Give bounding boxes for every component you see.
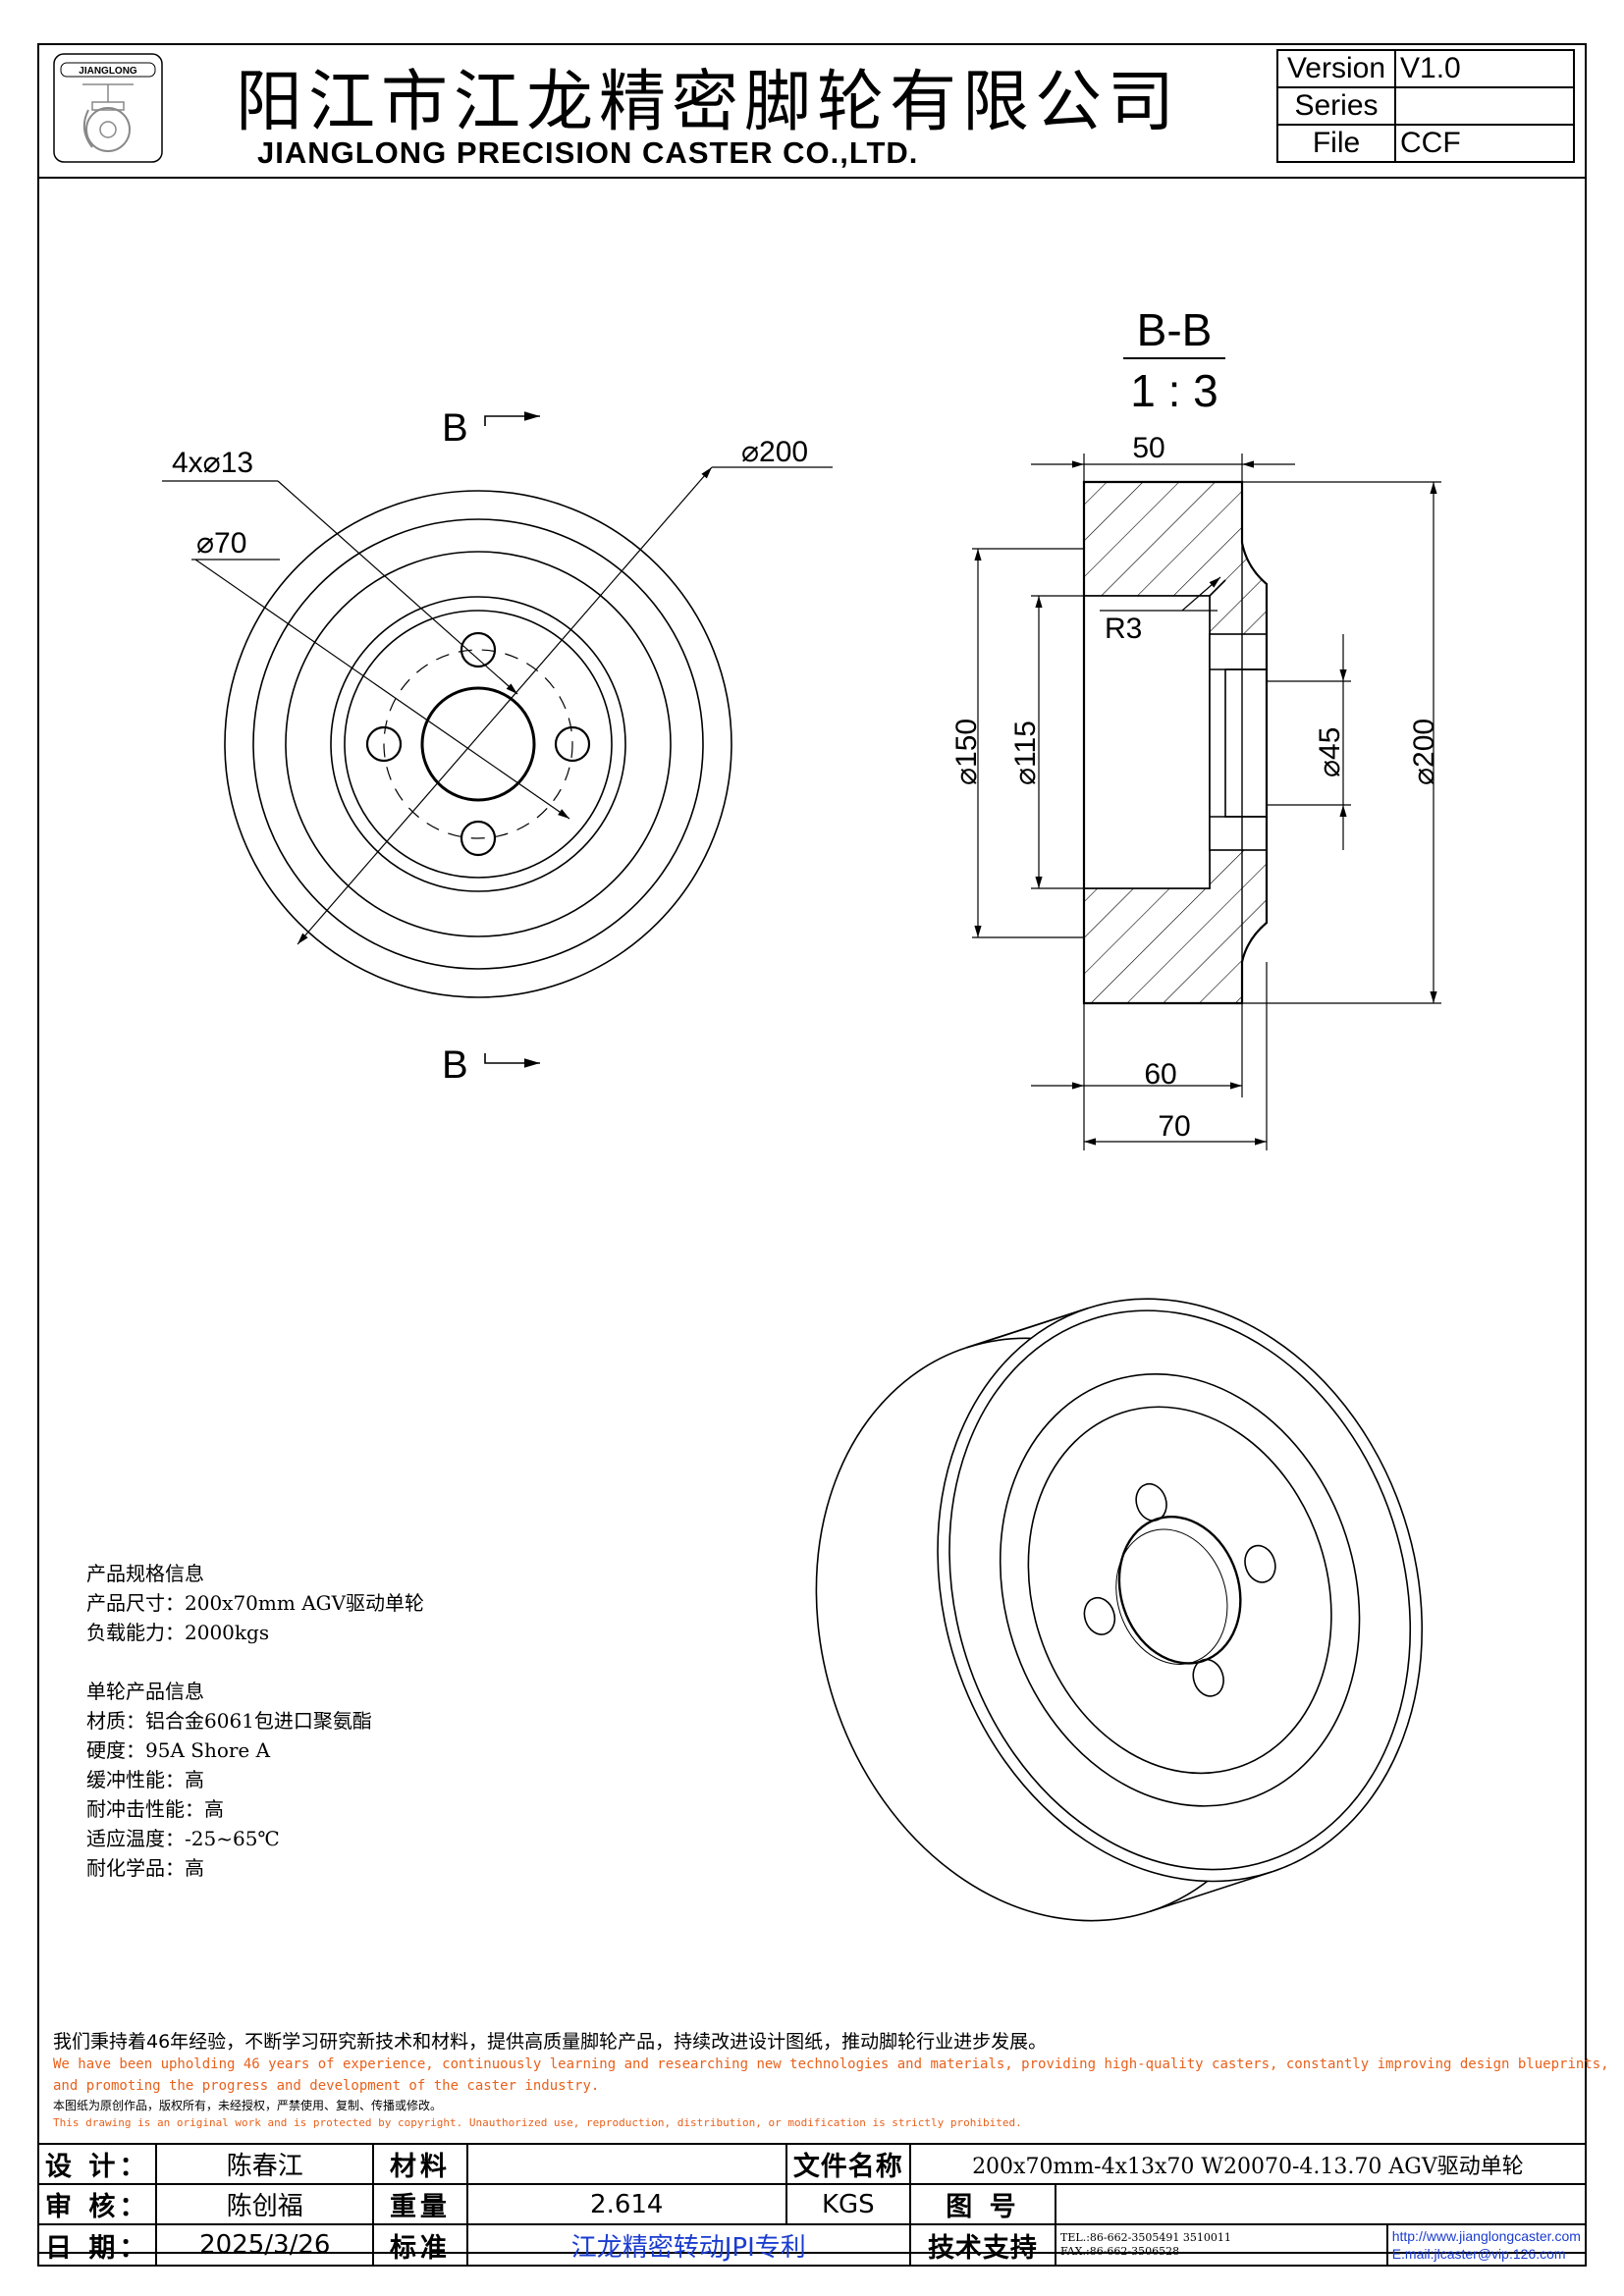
dim-150: ⌀150: [950, 719, 983, 785]
copyright-en: This drawing is an original work and is …: [53, 2116, 1022, 2129]
standard-value: 江龙精密转动JPI专利: [465, 2223, 911, 2267]
iso-tread: [948, 1309, 1412, 1871]
iso-bore: [1117, 1516, 1242, 1665]
email-link[interactable]: E.mail:jlcaster@vip.126.com: [1391, 2246, 1566, 2262]
spec-size: 产品尺寸：200x70mm AGV驱动单轮: [86, 1591, 425, 1615]
notes-block: 我们秉持着46年经验，不断学习研究新技术和材料，提供高质量脚轮产品，持续改进设计…: [53, 2030, 1609, 2132]
iso-hole-1: [1135, 1482, 1167, 1522]
outer-rim-circle: [224, 490, 732, 998]
iso-hub-inner: [1027, 1406, 1332, 1775]
dim-50: 50: [1132, 432, 1164, 464]
design-label: 设 计：: [36, 2143, 158, 2185]
iso-hole-4: [1083, 1596, 1116, 1635]
hub-flange-circle: [285, 551, 672, 937]
company-logo: JIANGLONG: [53, 53, 163, 163]
filename-label: 文件名称: [785, 2143, 911, 2185]
logo-text: JIANGLONG: [79, 66, 137, 77]
spec-impact: 耐冲击性能：高: [86, 1797, 224, 1821]
file-value: CCF: [1394, 124, 1575, 163]
product-specs: 产品规格信息 产品尺寸：200x70mm AGV驱动单轮 负载能力：2000kg…: [86, 1559, 424, 1883]
design-value: 陈春江: [155, 2143, 375, 2185]
spec-group1-title: 产品规格信息: [86, 1562, 204, 1585]
section-mark-top: B: [442, 406, 468, 450]
version-table: Version V1.0 Series File CCF: [1276, 49, 1575, 163]
review-label: 审 核：: [36, 2183, 158, 2225]
spec-group2-title: 单轮产品信息: [86, 1680, 204, 1703]
spec-cushion: 缓冲性能：高: [86, 1768, 204, 1791]
file-label: File: [1276, 124, 1396, 163]
section-mark-bottom: B: [442, 1043, 468, 1087]
bolt-hole-top: [460, 631, 497, 668]
weight-label: 重量: [372, 2183, 468, 2225]
iso-hole-3: [1192, 1658, 1224, 1697]
section-scale: 1 : 3: [1130, 365, 1218, 416]
material-value: [465, 2143, 787, 2185]
support-label: 技术支持: [908, 2223, 1057, 2267]
section-title: B-B: [1137, 304, 1213, 355]
bolt-circle: [383, 649, 573, 839]
dim-outer-label: ⌀200: [741, 436, 808, 468]
front-view: [162, 411, 833, 1068]
spec-temperature: 适应温度：-25~65℃: [86, 1827, 280, 1850]
tread-circle: [252, 518, 704, 970]
spec-material: 材质：铝合金6061包进口聚氨酯: [86, 1709, 372, 1733]
version-label: Version: [1276, 49, 1396, 88]
bore-leader: [194, 559, 570, 820]
note-cn: 我们秉持着46年经验，不断学习研究新技术和材料，提供高质量脚轮产品，持续改进设计…: [53, 2031, 1048, 2053]
drawing-no-value: [1055, 2183, 1587, 2225]
iso-hub: [999, 1373, 1361, 1807]
fax-text: FAX.:86-662-3506528: [1060, 2245, 1180, 2258]
tel-text: TEL.:86-662-3505491 3510011: [1060, 2231, 1231, 2244]
spec-chemical: 耐化学品：高: [86, 1856, 204, 1880]
iso-hole-2: [1244, 1544, 1276, 1583]
drawing-no-label: 图 号: [908, 2183, 1057, 2225]
weight-value: 2.614: [465, 2183, 787, 2225]
title-block: 设 计： 陈春江 材料 文件名称 200x70mm-4x13x70 W20070…: [36, 2143, 1588, 2267]
dim-r3: R3: [1105, 613, 1142, 645]
dim-holes-label: 4x⌀13: [172, 447, 253, 479]
dim-70: 70: [1158, 1110, 1190, 1143]
spec-load: 负载能力：2000kgs: [86, 1621, 270, 1644]
dim-115: ⌀115: [1009, 721, 1042, 785]
section-dimensions: [972, 454, 1441, 1150]
company-name-cn: 阳江市江龙精密脚轮有限公司: [236, 64, 1181, 141]
hub-circle: [330, 596, 626, 892]
weight-unit: KGS: [785, 2183, 911, 2225]
material-label: 材料: [372, 2143, 468, 2185]
note-en-1: We have been upholding 46 years of exper…: [53, 2056, 1609, 2072]
series-value: [1394, 86, 1575, 126]
dim-inner-label: ⌀70: [196, 527, 246, 560]
website-link[interactable]: http://www.jianglongcaster.com: [1391, 2228, 1581, 2244]
section-view: [1082, 480, 1269, 1005]
header-divider: [37, 177, 1587, 179]
copyright-cn: 本图纸为原创作品，版权所有，未经授权，严禁使用、复制、传播或修改。: [53, 2099, 443, 2112]
hub-inner-circle: [344, 610, 613, 879]
dim-60: 60: [1144, 1058, 1176, 1091]
note-en-2: and promoting the progress and developme…: [53, 2078, 600, 2094]
series-label: Series: [1276, 86, 1396, 126]
version-value: V1.0: [1394, 49, 1575, 88]
company-name-en: JIANGLONG PRECISION CASTER CO.,LTD.: [257, 135, 919, 170]
isometric-view: [815, 1298, 1424, 1922]
date-label: 日 期：: [36, 2223, 158, 2267]
spec-hardness: 硬度：95A Shore A: [86, 1738, 271, 1762]
iso-front-rim: [937, 1298, 1424, 1883]
review-value: 陈创福: [155, 2183, 375, 2225]
date-value: 2025/3/26: [155, 2223, 375, 2267]
holes-leader: [277, 480, 518, 695]
standard-label: 标准: [372, 2223, 468, 2267]
filename-value: 200x70mm-4x13x70 W20070-4.13.70 AGV驱动单轮: [908, 2143, 1588, 2185]
outer-dia-leader: [297, 466, 713, 945]
dim-200: ⌀200: [1408, 719, 1440, 785]
dim-45: ⌀45: [1314, 727, 1346, 777]
